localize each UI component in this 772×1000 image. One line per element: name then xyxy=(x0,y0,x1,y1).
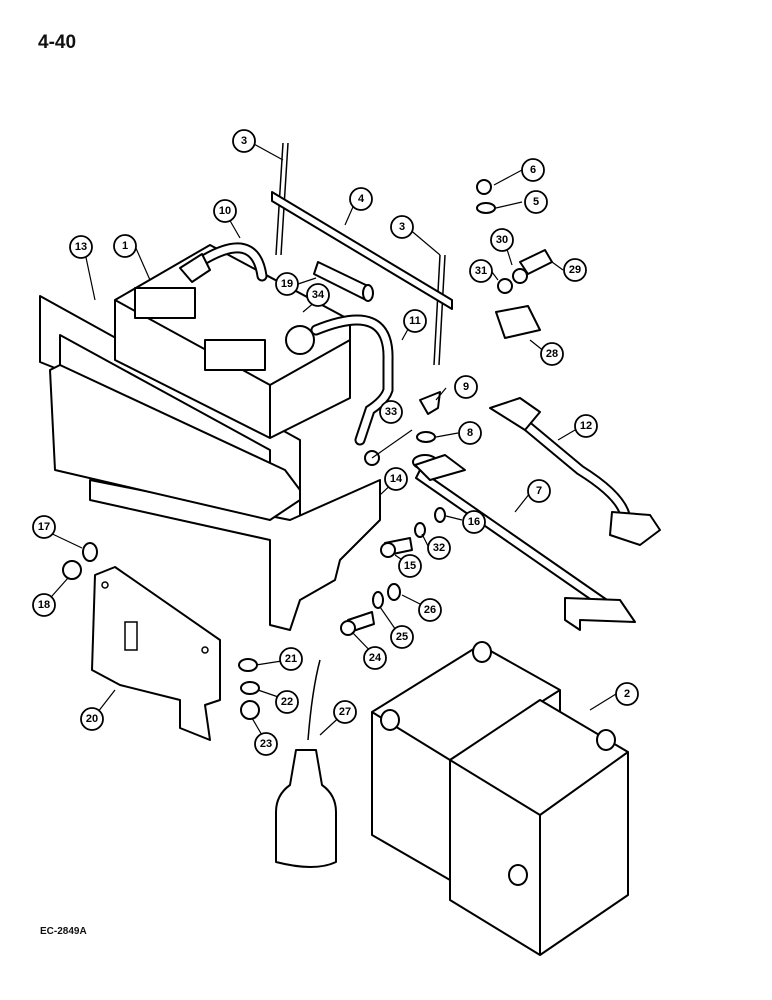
callout-8: 8 xyxy=(458,421,482,445)
svg-text:22: 22 xyxy=(281,696,293,708)
svg-text:4: 4 xyxy=(358,193,365,205)
svg-text:3: 3 xyxy=(399,221,405,233)
svg-text:32: 32 xyxy=(433,542,445,554)
svg-text:18: 18 xyxy=(38,599,50,611)
callout-31: 31 xyxy=(469,259,493,283)
svg-text:27: 27 xyxy=(339,706,351,718)
page-number: 4-40 xyxy=(38,32,77,53)
callout-21: 21 xyxy=(279,647,303,671)
svg-text:7: 7 xyxy=(536,485,542,497)
svg-text:3: 3 xyxy=(241,135,247,147)
svg-text:20: 20 xyxy=(86,713,98,725)
svg-text:15: 15 xyxy=(404,560,416,572)
callout-28: 28 xyxy=(540,342,564,366)
svg-text:10: 10 xyxy=(219,205,231,217)
callout-20: 20 xyxy=(80,707,104,731)
callout-27: 27 xyxy=(333,700,357,724)
svg-text:5: 5 xyxy=(533,196,539,208)
hold-down-assembly xyxy=(271,142,453,366)
filler-bottle xyxy=(275,659,337,868)
callout-9: 9 xyxy=(454,375,478,399)
figure-code: EC-2849A xyxy=(40,926,87,937)
callout-10: 10 xyxy=(213,199,237,223)
callout-2: 2 xyxy=(615,682,639,706)
svg-text:24: 24 xyxy=(369,652,382,664)
link-strap xyxy=(412,454,636,631)
callout-32: 32 xyxy=(427,536,451,560)
sleeve xyxy=(313,261,374,302)
callout-12: 12 xyxy=(574,414,598,438)
svg-text:28: 28 xyxy=(546,348,558,360)
callout-17: 17 xyxy=(32,515,56,539)
svg-text:16: 16 xyxy=(468,516,480,528)
callout-16: 16 xyxy=(462,510,486,534)
callout-14: 14 xyxy=(384,467,408,491)
battery-main xyxy=(49,244,351,521)
svg-text:8: 8 xyxy=(467,427,473,439)
callout-23: 23 xyxy=(254,732,278,756)
svg-text:25: 25 xyxy=(396,631,408,643)
battery-tray xyxy=(89,479,381,631)
callout-19: 19 xyxy=(275,272,299,296)
callout-5: 5 xyxy=(524,190,548,214)
svg-text:1: 1 xyxy=(122,240,128,252)
svg-text:34: 34 xyxy=(312,289,325,301)
callout-18: 18 xyxy=(32,593,56,617)
callout-11: 11 xyxy=(403,309,427,333)
svg-text:33: 33 xyxy=(385,406,397,418)
svg-text:12: 12 xyxy=(580,420,592,432)
callout-29: 29 xyxy=(563,258,587,282)
svg-text:26: 26 xyxy=(424,604,436,616)
battery-pair xyxy=(371,641,629,956)
callout-22: 22 xyxy=(275,690,299,714)
svg-text:17: 17 xyxy=(38,521,50,533)
svg-text:21: 21 xyxy=(285,653,297,665)
cable-clamp xyxy=(476,179,553,339)
svg-text:29: 29 xyxy=(569,264,581,276)
svg-text:11: 11 xyxy=(409,315,421,327)
callout-4: 4 xyxy=(349,187,373,211)
callout-15: 15 xyxy=(398,554,422,578)
callout-34: 34 xyxy=(306,283,330,307)
svg-text:19: 19 xyxy=(281,278,293,290)
callout-26: 26 xyxy=(418,598,442,622)
svg-text:9: 9 xyxy=(463,381,469,393)
callout-3: 3 xyxy=(232,129,256,153)
callout-33: 33 xyxy=(379,400,403,424)
callout-6: 6 xyxy=(521,158,545,182)
callout-7: 7 xyxy=(527,479,551,503)
callout-1: 1 xyxy=(113,234,137,258)
ground-cable xyxy=(489,397,661,546)
svg-text:23: 23 xyxy=(260,738,272,750)
svg-text:14: 14 xyxy=(390,473,403,485)
svg-text:6: 6 xyxy=(530,164,536,176)
callout-13: 13 xyxy=(69,235,93,259)
svg-text:31: 31 xyxy=(475,265,487,277)
callout-3b: 3 xyxy=(390,215,414,239)
svg-text:13: 13 xyxy=(75,241,87,253)
callout-25: 25 xyxy=(390,625,414,649)
svg-text:2: 2 xyxy=(624,688,630,700)
callout-24: 24 xyxy=(363,646,387,670)
svg-text:30: 30 xyxy=(496,234,508,246)
mounting-bracket xyxy=(91,566,221,741)
callout-30: 30 xyxy=(490,228,514,252)
